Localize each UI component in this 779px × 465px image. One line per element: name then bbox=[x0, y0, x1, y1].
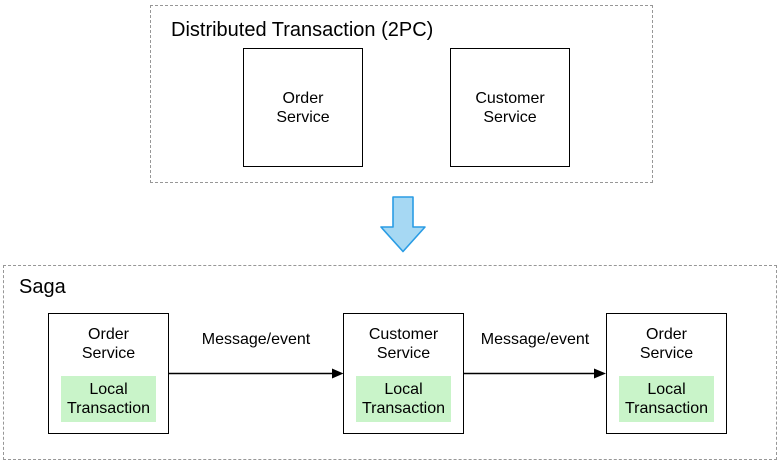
local-transaction-label: Local Transaction bbox=[625, 381, 708, 417]
local-transaction-box: Local Transaction bbox=[356, 376, 451, 422]
local-transaction-box: Local Transaction bbox=[619, 376, 714, 422]
saga-node-customer-service: Customer Service Local Transaction bbox=[343, 313, 464, 434]
section-title-2pc: Distributed Transaction (2PC) bbox=[171, 19, 434, 41]
message-arrow-icon bbox=[169, 368, 344, 379]
message-arrow-icon bbox=[464, 368, 606, 379]
service-label: Customer Service bbox=[368, 326, 439, 362]
order-service-box-2pc: Order Service bbox=[243, 48, 363, 167]
service-label: Order Service bbox=[276, 89, 330, 126]
service-label: Order Service bbox=[639, 326, 694, 362]
service-label: Customer Service bbox=[475, 89, 545, 126]
service-label: Order Service bbox=[81, 326, 136, 362]
message-event-label: Message/event bbox=[480, 331, 590, 348]
local-transaction-label: Local Transaction bbox=[67, 381, 150, 417]
local-transaction-box: Local Transaction bbox=[61, 376, 156, 422]
saga-container: Saga bbox=[3, 265, 777, 460]
customer-service-box-2pc: Customer Service bbox=[450, 48, 570, 167]
down-arrow-icon bbox=[380, 196, 426, 253]
saga-node-order-service-1: Order Service Local Transaction bbox=[48, 313, 169, 434]
local-transaction-label: Local Transaction bbox=[362, 381, 445, 417]
section-title-saga: Saga bbox=[19, 276, 66, 298]
message-event-label: Message/event bbox=[201, 331, 311, 348]
distributed-transaction-2pc-container: Distributed Transaction (2PC) bbox=[150, 5, 653, 183]
saga-node-order-service-2: Order Service Local Transaction bbox=[606, 313, 727, 434]
